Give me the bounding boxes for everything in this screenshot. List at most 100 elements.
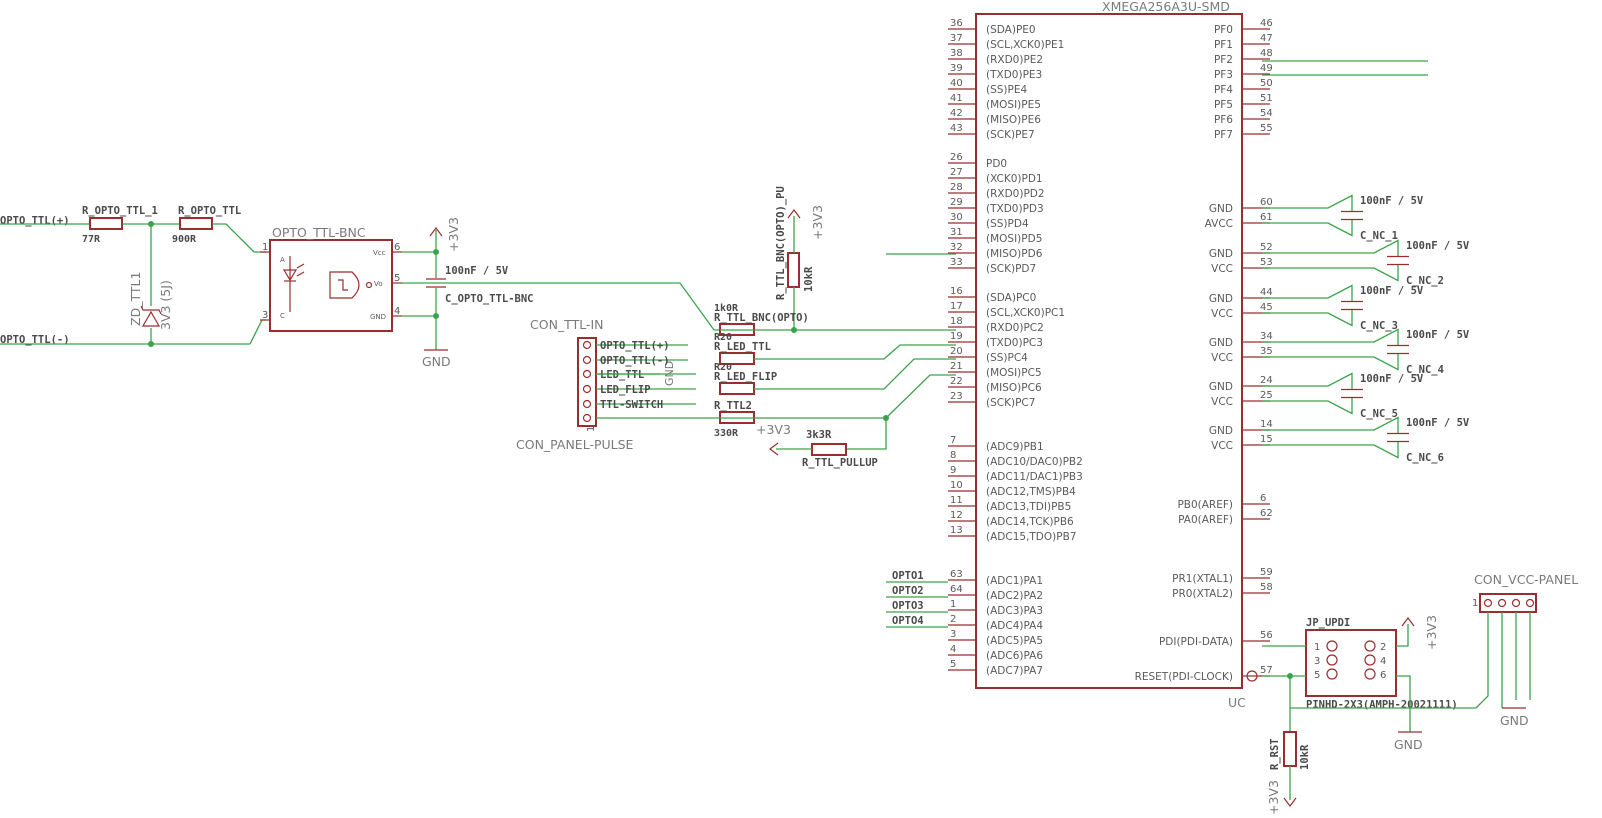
mcu-pin-33[interactable]: 33(SCK)PD7: [948, 257, 1036, 275]
mcu-pin-23[interactable]: 23(SCK)PC7: [948, 391, 1035, 409]
mcu-pin-11[interactable]: 11(ADC13,TDI)PB5: [948, 495, 1071, 513]
resistor-r-opto-ttl-1[interactable]: [89, 217, 123, 230]
mcu-pin-39[interactable]: 39(TXD0)PE3: [948, 63, 1042, 81]
mcu-pin-17[interactable]: 17(SCL,XCK0)PC1: [948, 301, 1065, 319]
pullup-resistor[interactable]: [787, 252, 800, 288]
resistor-rst[interactable]: [1283, 731, 1297, 767]
mcu-pin-number: 41: [950, 93, 963, 104]
mcu-pin-18[interactable]: 18(RXD0)PC2: [948, 316, 1044, 334]
mcu-pin-name: GND: [1209, 248, 1233, 260]
mcu-pin-number: 47: [1260, 33, 1273, 44]
decoupling-cap-4[interactable]: 100nF / 5VC_NC_4: [1262, 328, 1470, 376]
mcu-pin-name: GND: [1209, 203, 1233, 215]
mcu-pin-13[interactable]: 13(ADC15,TDO)PB7: [948, 525, 1076, 543]
mcu-pin-number: 38: [950, 48, 963, 59]
mcu-pin-2[interactable]: 2(ADC4)PA4: [948, 614, 1043, 632]
mcu-pin-name: PF4: [1214, 84, 1233, 96]
con-vcc-panel[interactable]: CON_VCC-PANEL 1: [1472, 572, 1578, 613]
mcu-pin-7[interactable]: 7(ADC9)PB1: [948, 435, 1044, 453]
mcu-pin-32[interactable]: 32(MISO)PD6: [948, 242, 1043, 260]
mcu-pin-name: (TXD0)PC3: [986, 337, 1043, 349]
mcu-pin-5[interactable]: 5(ADC7)PA7: [948, 659, 1043, 677]
mcu-pin-3[interactable]: 3(ADC5)PA5: [948, 629, 1043, 647]
mcu-pin-20[interactable]: 20(SS)PC4: [948, 346, 1028, 364]
mcu[interactable]: XMEGA256A3U-SMD UC 36(SDA)PE037(SCL,XCK0…: [948, 0, 1273, 710]
mcu-pin-38[interactable]: 38 (RXD0)PE2: [948, 48, 1043, 66]
jp-updi-name: JP_UPDI: [1306, 617, 1350, 629]
jp-updi-pin: [1326, 654, 1338, 666]
mcu-pin-63[interactable]: 63(ADC1)PA1: [948, 569, 1043, 587]
jp-updi-pin: [1364, 654, 1376, 666]
mcu-pin-19[interactable]: 19(TXD0)PC3: [948, 331, 1043, 349]
mcu-pin-number: 32: [950, 242, 963, 253]
mcu-pin-64[interactable]: 64(ADC2)PA2: [948, 584, 1043, 602]
con-ttl-in[interactable]: CON_TTL-IN CON_PANEL-PULSE 1 GND: [516, 317, 676, 452]
capacitor-opto[interactable]: [426, 278, 446, 288]
resistor-ttl-pullup[interactable]: [811, 443, 847, 456]
jp-updi-supply: +3V3: [1424, 615, 1439, 650]
net-opto-ttl-pos: OPTO_TTL(+): [0, 215, 70, 227]
mcu-pin-37[interactable]: 37(SCL,XCK0)PE1: [948, 33, 1064, 51]
mcu-pin-36[interactable]: 36(SDA)PE0: [948, 18, 1036, 36]
mcu-pin-number: 11: [950, 495, 963, 506]
opto-pin-5: 5: [394, 273, 400, 284]
mcu-pin-43[interactable]: 43(SCK)PE7: [948, 123, 1035, 141]
mcu-pin-28[interactable]: 28(RXD0)PD2: [948, 182, 1045, 200]
mcu-pin-41[interactable]: 41(MOSI)PE5: [948, 93, 1041, 111]
jp-updi-pin: [1326, 640, 1338, 652]
mcu-pin-name: (RXD0)PE2: [986, 54, 1043, 66]
mcu-pin-21[interactable]: 21(MOSI)PC5: [948, 361, 1042, 379]
opto-pin-3: 3: [262, 310, 268, 321]
mcu-pin-number: 14: [1260, 419, 1273, 430]
decoupling-cap-5[interactable]: 100nF / 5VC_NC_5: [1262, 372, 1424, 420]
decoupling-cap-2[interactable]: 100nF / 5VC_NC_2: [1262, 239, 1470, 287]
mcu-pin-name: (SCK)PE7: [986, 129, 1035, 141]
mcu-pin-12[interactable]: 12(ADC14,TCK)PB6: [948, 510, 1074, 528]
mcu-pin-10[interactable]: 10(ADC12,TMS)PB4: [948, 480, 1076, 498]
r2-value: 900R: [172, 234, 197, 245]
mcu-pin-29[interactable]: 29(TXD0)PD3: [948, 197, 1044, 215]
decoupling-cap-1[interactable]: 100nF / 5VC_NC_1: [1262, 194, 1424, 242]
optocoupler[interactable]: OPTO_TTL-BNC 1 3 6 5 4 A C Vcc Vo GND: [260, 225, 402, 332]
mcu-pin-31[interactable]: 31(MOSI)PD5: [948, 227, 1042, 245]
mcu-pin-27[interactable]: 27(XCK0)PD1: [948, 167, 1043, 185]
mcu-pin-name: (SCL,XCK0)PC1: [986, 307, 1065, 319]
mcu-pin-number: 31: [950, 227, 963, 238]
mcu-pin-4[interactable]: 4(ADC6)PA6: [948, 644, 1043, 662]
zener-diode[interactable]: [140, 305, 162, 327]
mcu-pin-40[interactable]: 40(SS)PE4: [948, 78, 1027, 96]
mcu-pin-8[interactable]: 8(ADC10/DAC0)PB2: [948, 450, 1083, 468]
mcu-pin-number: 10: [950, 480, 963, 491]
mcu-right-pins: 46PF047PF148PF249PF350PF451PF554PF655PF7…: [1135, 18, 1273, 683]
mcu-pin-name: (RXD0)PC2: [986, 322, 1044, 334]
decoupling-cap-3[interactable]: 100nF / 5VC_NC_3: [1262, 284, 1424, 332]
mcu-pin-42[interactable]: 42(MISO)PE6: [948, 108, 1041, 126]
mcu-pin-22[interactable]: 22(MISO)PC6: [948, 376, 1042, 394]
mcu-pin-1[interactable]: 1(ADC3)PA3: [948, 599, 1043, 617]
opto-body: [269, 239, 393, 332]
mcu-pin-number: 51: [1260, 93, 1273, 104]
mcu-pin-16[interactable]: 16(SDA)PC0: [948, 286, 1036, 304]
opto-cap-value: 100nF / 5V: [445, 265, 509, 277]
mcu-pin-9[interactable]: 9(ADC11/DAC1)PB3: [948, 465, 1083, 483]
mcu-pin-number: 35: [1260, 346, 1273, 357]
decoupling-cap-6[interactable]: 100nF / 5VC_NC_6: [1262, 416, 1470, 464]
resistor-r-opto-ttl[interactable]: [179, 217, 213, 230]
mcu-pin-30[interactable]: 30(SS)PD4: [948, 212, 1029, 230]
